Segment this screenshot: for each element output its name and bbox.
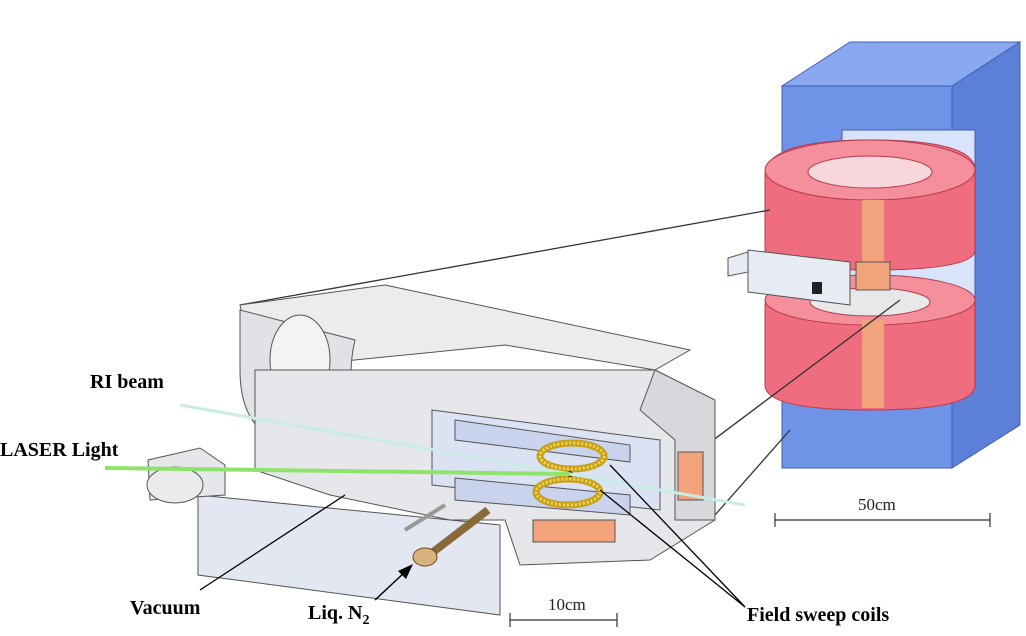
scale-large-label: 50cm — [858, 495, 896, 514]
laser-light-label: LASER Light — [0, 439, 119, 461]
magnet-gap-window — [855, 261, 891, 291]
magnet-assembly — [727, 41, 1022, 469]
magnet-gap-chamber — [747, 249, 851, 306]
upper-coil-accent — [862, 200, 884, 268]
main-chamber — [146, 284, 716, 616]
laser-beam-line — [104, 466, 571, 476]
liq-n2-label: Liq. N2 — [308, 603, 369, 628]
scale-bar-small — [509, 613, 618, 627]
flange-ring — [146, 466, 204, 504]
ri-beam-label: RI beam — [90, 371, 164, 393]
magnet-gap-marker — [812, 282, 822, 294]
upper-coil-bore — [807, 155, 933, 189]
lower-coil-accent — [862, 320, 884, 408]
scale-small-label: 10cm — [548, 595, 586, 614]
ri-beam-line — [179, 403, 746, 507]
chamber-lower-window — [532, 519, 616, 543]
leader-lines — [199, 464, 746, 608]
chamber-inner-upper — [454, 419, 631, 463]
chamber-right-window — [677, 451, 704, 501]
vacuum-label: Vacuum — [130, 597, 201, 619]
liq-n2-text: Liq. N — [308, 602, 363, 624]
magnet-gap-flange — [727, 251, 749, 277]
field-sweep-coils — [532, 439, 608, 509]
liq-n2-subscript: 2 — [362, 613, 370, 628]
scale-bar-large — [774, 513, 991, 527]
liq-n2-arrow — [374, 564, 413, 601]
field-sweep-coils-label: Field sweep coils — [747, 604, 890, 626]
liq-n2-rod — [403, 503, 491, 567]
chamber-front-plate — [197, 494, 501, 616]
